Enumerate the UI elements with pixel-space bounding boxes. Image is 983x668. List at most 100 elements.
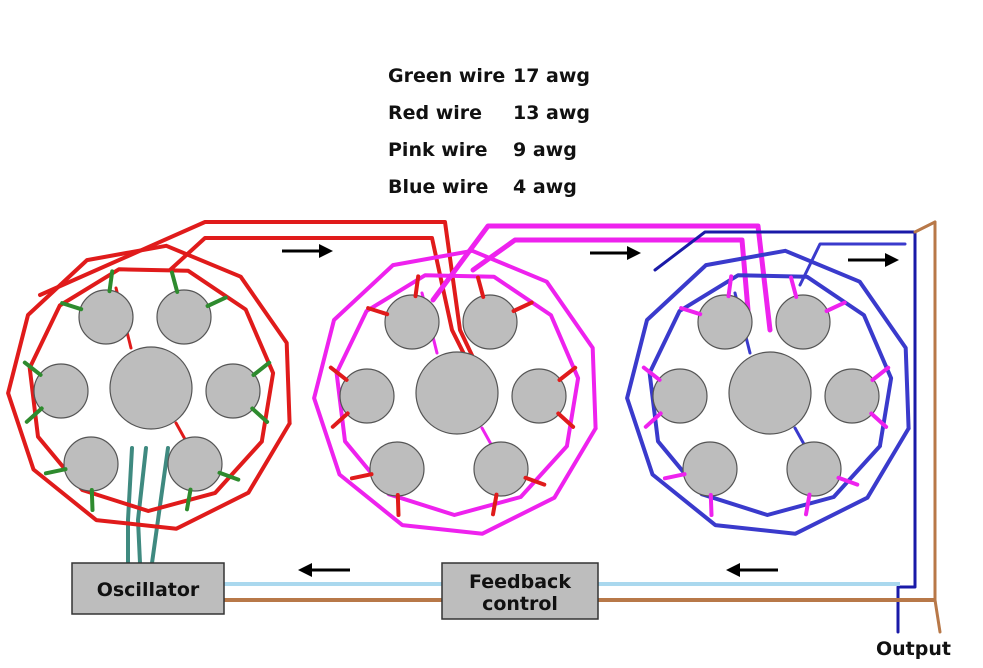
coil-stub-wire [557,365,578,382]
coil-stub-wire [43,467,68,476]
brown-wire-output [933,220,942,634]
legend-wire-gauge: 13 awg [513,102,591,124]
coil-stub-wire [251,360,272,377]
center-magnet [109,346,193,430]
output-label: Output [876,638,951,660]
teal-feed-wire [150,446,170,565]
small-magnet [369,441,425,497]
center-magnet [728,351,812,435]
coil-inner-winding [27,267,276,513]
coil-outer-winding [625,248,911,536]
legend-wire-gauge: 17 awg [513,65,591,87]
coil-stub-wire [511,300,534,313]
legend-row-green: Green wire 17 awg [388,58,590,95]
teal-feed-wire [126,446,134,565]
small-magnet [473,441,529,497]
coil-stub-wire [170,270,180,294]
small-magnet [167,436,223,492]
coil-stub-wire [217,470,241,482]
coil-outer-winding [6,243,292,531]
coil-stub-wire [328,365,349,382]
small-magnet [339,368,395,424]
flow-arrow-head [885,253,899,267]
flow-arrow-head [298,563,312,577]
coil-inner-winding [647,273,894,517]
coil-stub-wire [643,411,663,429]
arrow-layer [282,244,899,577]
pink-wire-crossover [470,237,751,313]
small-magnet [384,294,440,350]
coil-stub-wire [491,492,499,517]
coil-stub-wire [708,493,714,517]
oscillator-label: Oscillator [97,579,200,601]
coil-outer-winding [312,248,598,536]
small-magnet [786,441,842,497]
coil-stub-wire [24,406,44,424]
center-magnet [415,351,499,435]
coil-stub-wire [22,360,43,377]
coil-stub-wire [869,411,889,429]
red-wire-crossover [168,236,469,362]
brown-wire-output [913,220,937,234]
legend-wire-name: Red wire [388,102,483,124]
legend-row-pink: Pink wire 9 awg [388,132,590,169]
flow-arrow-head [627,246,641,260]
coil-stub-wire [523,475,547,487]
coil-stub-wire [107,269,115,294]
coil-stub-wire [662,472,687,481]
legend-wire-name: Pink wire [388,139,488,161]
coil-stub-wire [366,306,390,317]
coil-stub-wire [836,475,860,487]
small-magnet [156,289,212,345]
coil-stub-wire [250,406,270,424]
legend-wire-name: Green wire [388,65,506,87]
blue-wire-output [653,230,917,634]
wire-layer [6,220,942,634]
coil-stub-wire [205,295,228,308]
coil-stub-wire [726,274,734,299]
coil-stub-wire [556,411,576,429]
small-magnet [33,363,89,419]
feedback-label-line2: control [482,593,558,615]
legend-row-red: Red wire 13 awg [388,95,590,132]
red-wire-crossover [38,220,480,370]
coil-stub-wire [330,411,350,429]
small-magnet [824,368,880,424]
flow-arrow-head [726,563,740,577]
small-magnet [205,363,261,419]
coil-stub-wire [476,275,486,299]
small-magnet [63,436,119,492]
coil-stub-wire [89,488,95,512]
coil-stub-wire [641,365,662,382]
coil-stub-wire [349,472,374,481]
blue-wire-feed [798,242,907,287]
legend-wire-name: Blue wire [388,176,489,198]
coil-stub-wire [789,275,799,299]
small-magnet [652,368,708,424]
coil-stub-wire [824,300,847,313]
flow-arrow-head [319,244,333,258]
small-magnet [697,294,753,350]
coil-inner-winding [334,273,581,517]
coil-stub-wire [679,306,703,317]
small-magnet [682,441,738,497]
coil-stub-wire [60,301,84,312]
small-magnet [775,294,831,350]
coil-stub-wire [413,274,421,299]
stub-layer [22,269,891,517]
oscillator-block [71,562,225,615]
legend-wire-gauge: 4 awg [513,176,577,198]
small-magnet [462,294,518,350]
legend-wire-gauge: 9 awg [513,139,577,161]
legend-row-blue: Blue wire 4 awg [388,169,590,206]
small-magnet [511,368,567,424]
coil-stub-wire [804,492,812,517]
coil-stub-wire [870,365,891,382]
pink-wire-crossover [430,223,773,333]
wire-legend: Green wire 17 awg Red wire 13 awg Pink w… [388,58,590,206]
feedback-label-line1: Feedback [469,571,571,593]
feedback-control-block [441,562,599,620]
coil-stub-wire [185,487,193,512]
coil-stub-wire [395,493,401,517]
